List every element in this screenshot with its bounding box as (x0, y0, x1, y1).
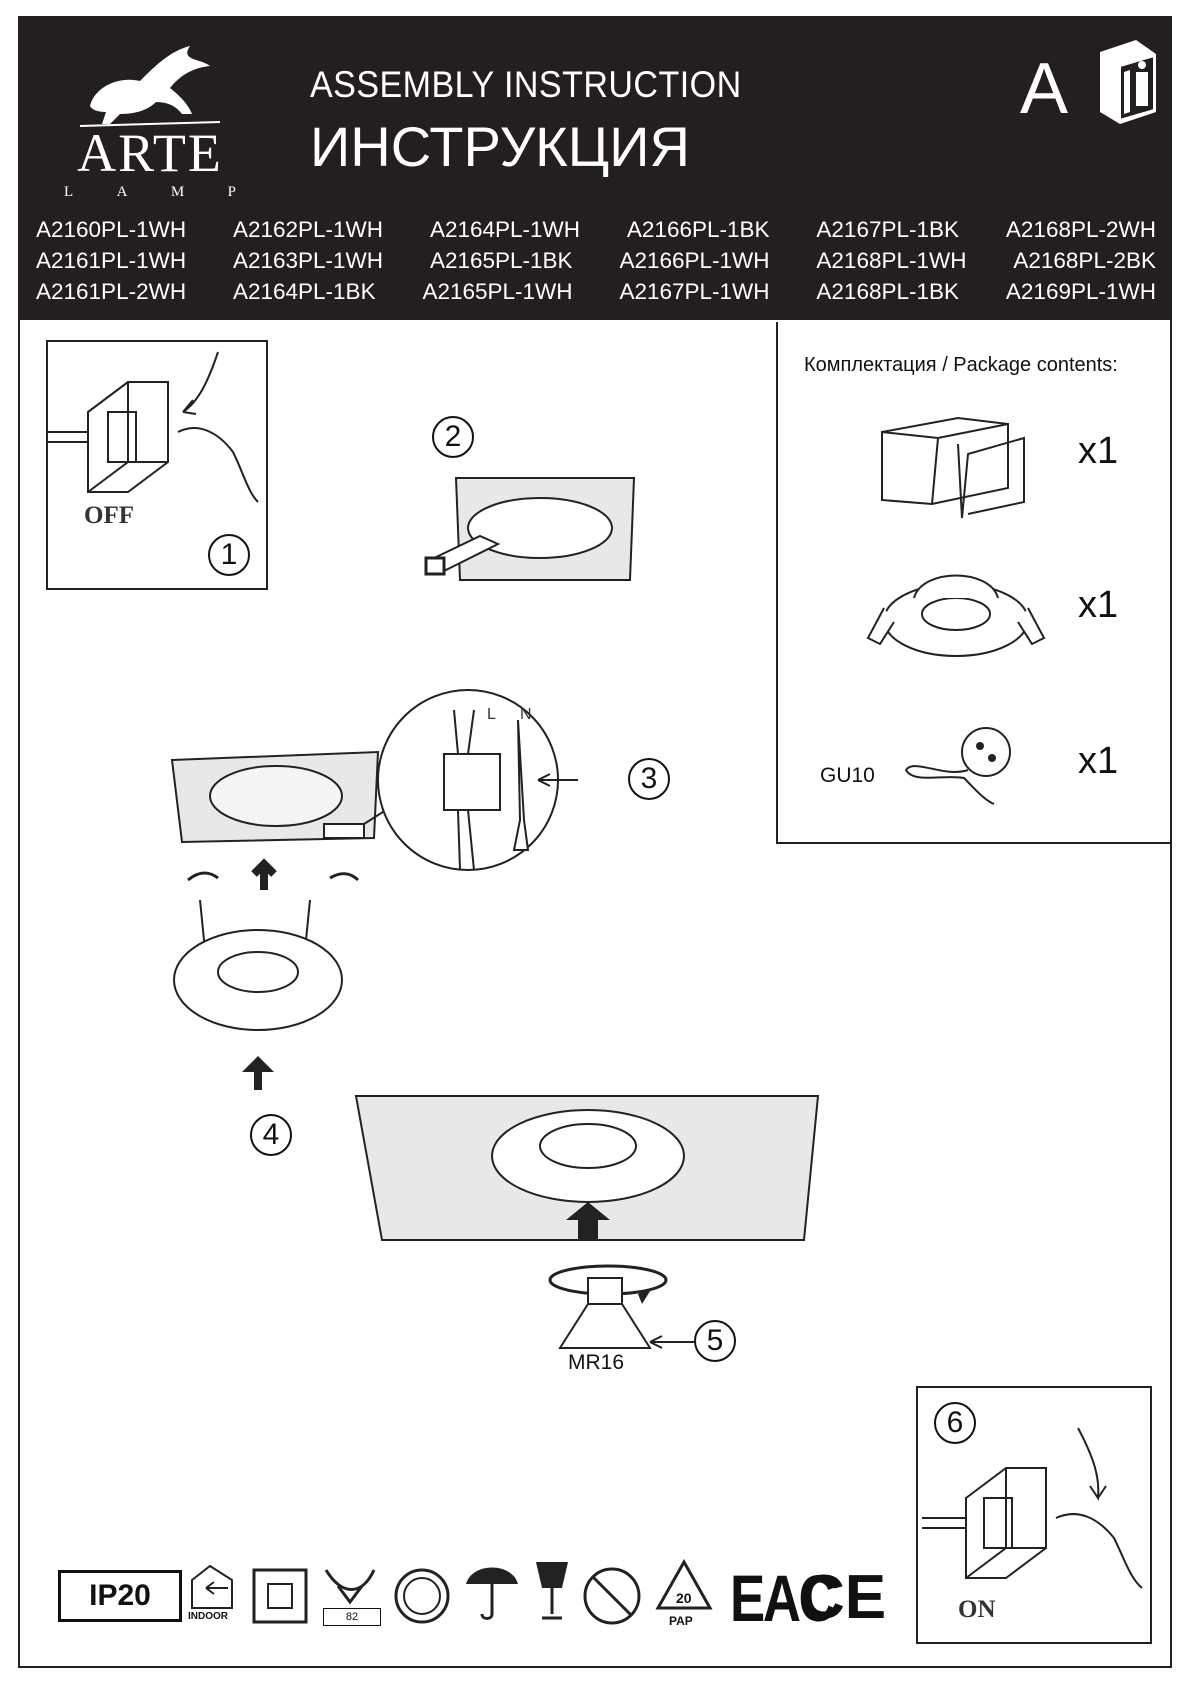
brand-sub-letter: L (64, 184, 74, 200)
package-title: Комплектация / Package contents: (804, 354, 1118, 376)
package-qty: x1 (1078, 430, 1119, 472)
recycle-code: 20 (676, 1590, 692, 1606)
model-code: A2167PL-1BK (816, 217, 960, 242)
recycle-label: PAP (669, 1614, 693, 1628)
model-code: A2164PL-1BK (232, 279, 376, 304)
model-row: A2160PL-1WH A2162PL-1WH A2164PL-1WH A216… (36, 214, 1156, 245)
step-2-number: 2 (432, 416, 474, 458)
model-code: A2166PL-1WH (619, 248, 770, 273)
step-6-number: 6 (934, 1402, 976, 1444)
no-food-icon (583, 1567, 641, 1625)
step-1-panel: OFF 1 (46, 340, 268, 590)
model-code: A2169PL-1WH (1005, 279, 1156, 304)
gu10-socket-icon (904, 727, 1011, 805)
model-code: A2162PL-1WH (232, 217, 384, 242)
step-5-number: 5 (694, 1320, 736, 1362)
model-row: A2161PL-2WH A2164PL-1BK A2165PL-1WH A216… (36, 276, 1156, 307)
ip-rating-badge: IP20 (58, 1570, 182, 1622)
model-code: A2163PL-1WH (232, 248, 384, 273)
model-code: A2164PL-1WH (429, 217, 581, 242)
lion-logo-icon (79, 46, 221, 127)
step-3-number: 3 (628, 758, 670, 800)
kt-mark-icon (394, 1568, 450, 1624)
model-code: A2168PL-2BK (1013, 248, 1156, 273)
step-3-wiring-illustration (170, 689, 578, 871)
brand-sub-letter: M (170, 184, 185, 200)
switch-off-icon (48, 351, 259, 503)
model-code: A2165PL-1BK (429, 248, 573, 273)
model-row: A2161PL-1WH A2163PL-1WH A2165PL-1BK A216… (36, 245, 1156, 276)
step-6-caption: ON (958, 1596, 996, 1623)
model-code: A2166PL-1BK (626, 217, 770, 242)
box-icon (881, 416, 1025, 519)
version-letter: A (1020, 49, 1069, 129)
downlight-icon (866, 574, 1046, 657)
package-qty: x1 (1078, 584, 1119, 626)
installed-fixture-illustration (354, 1095, 820, 1241)
eac-mark-icon: EAC (730, 1561, 837, 1635)
model-code: A2167PL-1WH (619, 279, 770, 304)
indoor-label: INDOOR (188, 1611, 228, 1622)
brand-sub: L A M P (64, 184, 236, 201)
brand-name: ARTE (77, 123, 223, 183)
model-code: A2168PL-1BK (816, 279, 960, 304)
cert-code: 82 (323, 1608, 381, 1626)
step-1-caption: OFF (84, 502, 134, 529)
class-ii-icon (252, 1568, 308, 1624)
fragile-icon (536, 1562, 568, 1620)
model-code: A2160PL-1WH (36, 217, 187, 242)
package-qty: x1 (1078, 740, 1119, 782)
lamp-type-label: MR16 (568, 1351, 625, 1374)
recycle-icon (655, 1558, 713, 1610)
step-4-number: 4 (250, 1114, 292, 1156)
model-code: A2161PL-2WH (36, 279, 187, 304)
step-2-ceiling-cut-illustration (424, 477, 636, 581)
switch-on-icon (922, 1427, 1143, 1589)
package-contents-panel: Комплектация / Package contents: x1 x1 G… (776, 322, 1172, 844)
model-list: A2160PL-1WH A2162PL-1WH A2164PL-1WH A216… (36, 214, 1156, 307)
model-code: A2161PL-1WH (36, 248, 187, 273)
model-code: A2168PL-2WH (1005, 217, 1156, 242)
model-code: A2168PL-1WH (816, 248, 967, 273)
brand-sub-letter: P (227, 184, 236, 200)
keep-dry-icon (466, 1567, 518, 1620)
step-3-label-n: N (520, 706, 532, 723)
ce-mark-icon: CE (800, 1563, 887, 1632)
brand-sub-letter: A (116, 184, 128, 200)
manual-info-icon (1100, 40, 1156, 124)
step-4-fixture-insert-illustration (173, 858, 360, 1090)
step-1-number: 1 (208, 534, 250, 576)
model-code: A2165PL-1WH (422, 279, 573, 304)
mr16-lamp-icon (548, 1264, 668, 1349)
title-russian: ИНСТРУКЦИЯ (310, 115, 690, 178)
socket-type-label: GU10 (820, 764, 875, 787)
title-english: ASSEMBLY INSTRUCTION (310, 64, 742, 105)
indoor-icon (191, 1564, 233, 1609)
step-3-label-l: L (487, 706, 496, 723)
cert-82-icon (324, 1569, 376, 1605)
step-6-panel: 6 ON (916, 1386, 1152, 1644)
header-banner: ARTE L A M P ASSEMBLY INSTRUCTION ИНСТРУ… (20, 18, 1170, 320)
